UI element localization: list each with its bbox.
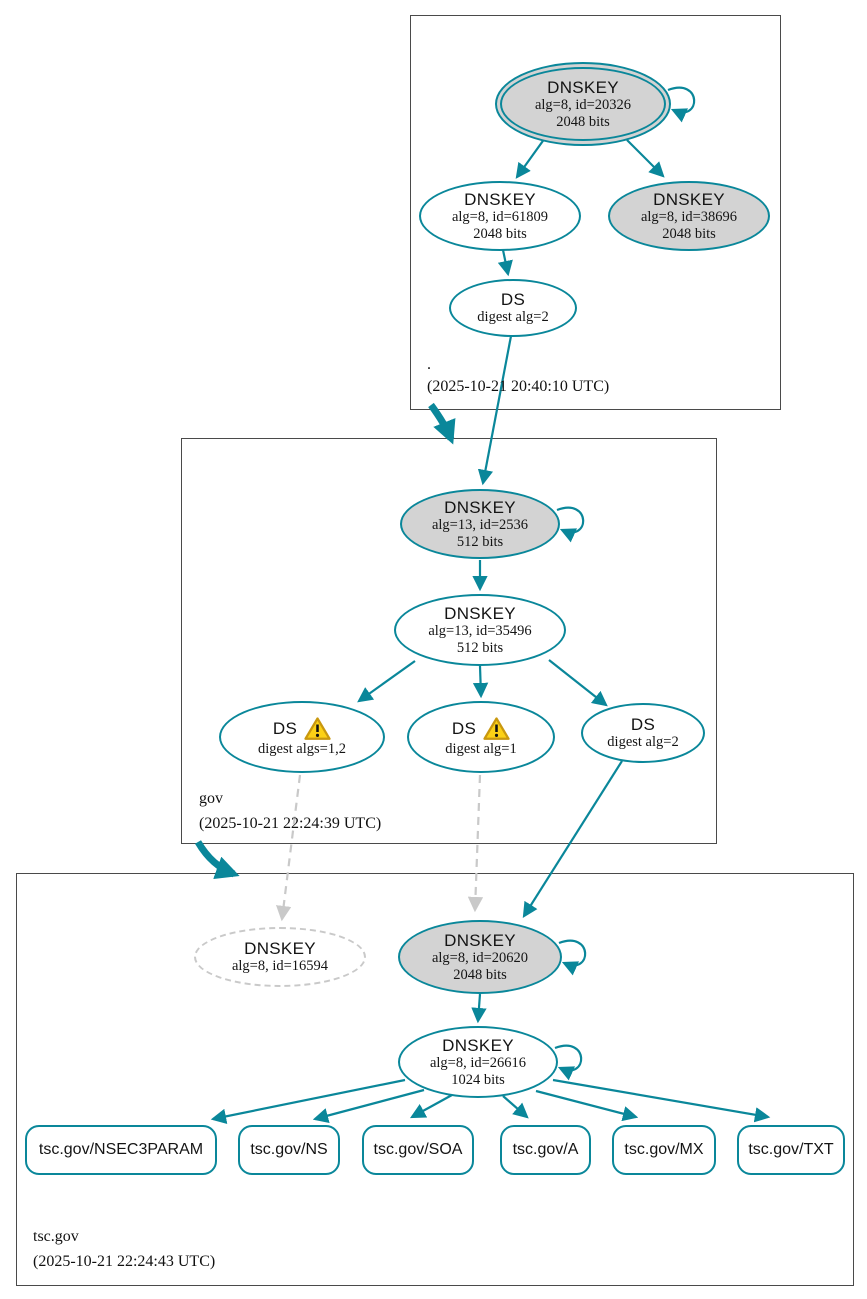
- zone-box-root: [410, 15, 781, 410]
- edge-root-ksk-self-loop: [667, 86, 696, 123]
- edge-gov-zsk-to-ds12: [357, 660, 416, 703]
- node-title: DS: [630, 715, 656, 735]
- edge-tsc-ksk-self-loop: [558, 939, 587, 976]
- edge-gov-zsk-to-ds2: [548, 659, 608, 707]
- node-detail: alg=8, id=61809: [451, 209, 549, 225]
- warning-icon: [483, 717, 510, 741]
- node-title: DNSKEY: [244, 939, 316, 959]
- zone-name-tsc-gov: tsc.gov: [33, 1228, 79, 1245]
- rrset-tsc-gov-mx[interactable]: tsc.gov/MX: [612, 1125, 716, 1175]
- edge-delegation-gov-to-tsc-gov: [194, 840, 240, 880]
- node-title: DS: [500, 290, 526, 310]
- edge-tsc-zsk-to-a: [502, 1095, 529, 1119]
- node-title: DNSKEY: [653, 190, 725, 209]
- zone-timestamp-tsc-gov: (2025-10-21 22:24:43 UTC): [33, 1253, 216, 1270]
- node-detail: 2048 bits: [662, 225, 716, 242]
- dnskey-node-root-ksk-20326[interactable]: DNSKEY alg=8, id=20326 2048 bits: [495, 62, 671, 146]
- edge-delegation-root-to-gov: [428, 402, 456, 445]
- zone-timestamp-root: (2025-10-21 20:40:10 UTC): [427, 378, 610, 395]
- ds-node-gov-alg-1[interactable]: DS digest alg=1: [407, 701, 555, 773]
- node-detail: 512 bits: [456, 533, 504, 550]
- ds-node-root[interactable]: DS digest alg=2: [449, 279, 577, 337]
- node-title: DNSKEY: [464, 190, 536, 209]
- ds-node-gov-alg-2[interactable]: DS digest alg=2: [581, 703, 705, 763]
- node-title: DS: [272, 719, 298, 739]
- edge-root-ksk-to-standby: [626, 139, 665, 178]
- node-detail: 1024 bits: [451, 1071, 505, 1088]
- dnskey-node-gov-zsk-35496[interactable]: DNSKEY alg=13, id=35496 512 bits: [394, 594, 566, 666]
- rrset-tsc-gov-nsec3param[interactable]: tsc.gov/NSEC3PARAM: [25, 1125, 217, 1175]
- ds-node-gov-algs-1-2[interactable]: DS digest algs=1,2: [219, 701, 385, 773]
- edge-tsc-zsk-self-loop: [554, 1044, 583, 1081]
- edge-tsc-ksk-to-zsk: [471, 993, 487, 1024]
- node-title: DNSKEY: [442, 1036, 514, 1055]
- edge-gov-ds1-to-tsc-ksk: [467, 774, 484, 913]
- edge-tsc-zsk-to-txt: [552, 1078, 771, 1123]
- zone-name-root: .: [427, 356, 431, 373]
- node-title: DS: [451, 719, 477, 739]
- dnskey-node-tsc-missing-16594[interactable]: DNSKEY alg=8, id=16594: [194, 927, 366, 987]
- node-detail: 2048 bits: [473, 225, 527, 242]
- rrset-tsc-gov-txt[interactable]: tsc.gov/TXT: [737, 1125, 845, 1175]
- dnskey-node-root-zsk-61809[interactable]: DNSKEY alg=8, id=61809 2048 bits: [419, 181, 581, 251]
- rrset-tsc-gov-a[interactable]: tsc.gov/A: [500, 1125, 591, 1175]
- edge-gov-ksk-self-loop: [556, 506, 585, 543]
- edge-tsc-zsk-to-soa: [409, 1094, 453, 1119]
- edge-gov-zsk-to-ds1: [472, 665, 489, 699]
- node-detail: alg=13, id=2536: [431, 517, 529, 533]
- node-detail: alg=8, id=38696: [640, 209, 738, 225]
- rrset-tsc-gov-soa[interactable]: tsc.gov/SOA: [362, 1125, 474, 1175]
- node-detail: alg=8, id=26616: [429, 1055, 527, 1071]
- warning-icon: [304, 717, 331, 741]
- node-detail: digest alg=1: [445, 740, 517, 757]
- edge-root-ksk-to-zsk: [515, 137, 546, 179]
- node-detail: alg=13, id=35496: [428, 623, 532, 639]
- edge-root-zsk-to-ds: [497, 249, 513, 277]
- node-detail: alg=8, id=20620: [431, 950, 529, 966]
- node-title: DNSKEY: [444, 604, 516, 623]
- edge-gov-ds2-to-tsc-ksk: [522, 760, 623, 918]
- node-title: DNSKEY: [444, 498, 516, 517]
- dnskey-node-root-standby-38696[interactable]: DNSKEY alg=8, id=38696 2048 bits: [608, 181, 770, 251]
- node-detail: digest alg=2: [477, 309, 549, 326]
- node-detail: alg=8, id=16594: [231, 958, 329, 975]
- dnskey-node-gov-ksk-2536[interactable]: DNSKEY alg=13, id=2536 512 bits: [400, 489, 560, 559]
- edge-tsc-zsk-to-mx: [535, 1089, 639, 1122]
- dnskey-node-tsc-ksk-20620[interactable]: DNSKEY alg=8, id=20620 2048 bits: [398, 920, 562, 994]
- node-detail: digest algs=1,2: [258, 740, 346, 757]
- zone-timestamp-gov: (2025-10-21 22:24:39 UTC): [199, 815, 382, 832]
- node-detail: 2048 bits: [556, 113, 610, 130]
- node-detail: digest alg=2: [607, 734, 679, 751]
- edge-gov-ds12-to-missing-dnskey: [275, 774, 302, 922]
- node-title: DNSKEY: [547, 78, 619, 97]
- node-title: DNSKEY: [444, 931, 516, 950]
- node-detail: alg=8, id=20326: [534, 97, 632, 113]
- edge-root-ds-to-gov-ksk: [477, 335, 513, 486]
- node-detail: 2048 bits: [453, 966, 507, 983]
- rrset-tsc-gov-ns[interactable]: tsc.gov/NS: [238, 1125, 340, 1175]
- zone-name-gov: gov: [199, 790, 223, 807]
- node-detail: 512 bits: [456, 639, 504, 656]
- dnskey-node-tsc-zsk-26616[interactable]: DNSKEY alg=8, id=26616 1024 bits: [398, 1026, 558, 1098]
- edge-tsc-zsk-to-nsec3param: [210, 1078, 406, 1124]
- zone-box-tsc-gov: [16, 873, 854, 1286]
- edge-tsc-zsk-to-ns: [312, 1088, 425, 1124]
